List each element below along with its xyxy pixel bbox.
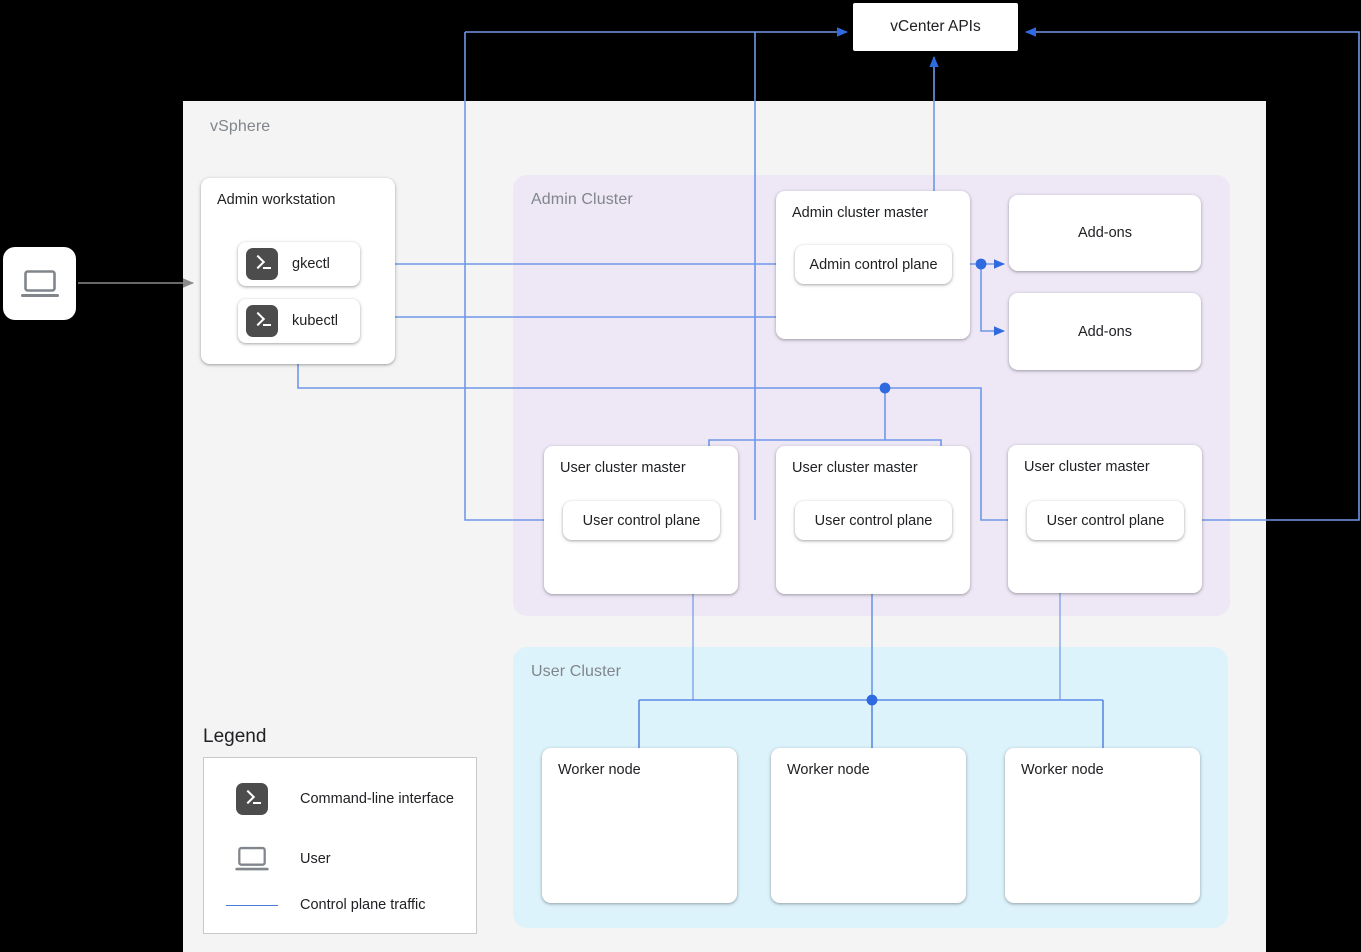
legend-item-user-label: User xyxy=(300,851,331,867)
user-control-plane-label-2: User control plane xyxy=(814,512,933,529)
addons-card-1[interactable]: Add-ons xyxy=(1009,195,1201,271)
user-control-plane-card-1[interactable]: User control plane xyxy=(563,501,720,540)
cli-chip-kubectl[interactable]: kubectl xyxy=(238,299,360,343)
worker-node-title-2: Worker node xyxy=(787,762,870,778)
user-cluster-master-title-1: User cluster master xyxy=(560,460,686,476)
laptop-icon xyxy=(204,845,300,873)
worker-node-card-1[interactable]: Worker node xyxy=(542,748,737,903)
legend-item-user: User xyxy=(204,838,476,880)
legend-item-cli: Command-line interface xyxy=(204,778,476,820)
user-control-plane-label-3: User control plane xyxy=(1046,512,1165,529)
admin-workstation-title: Admin workstation xyxy=(217,192,336,208)
legend-title: Legend xyxy=(203,726,267,747)
user-node-box[interactable] xyxy=(3,247,76,320)
user-control-plane-card-3[interactable]: User control plane xyxy=(1027,501,1184,540)
user-cluster-master-title-2: User cluster master xyxy=(792,460,918,476)
laptop-icon xyxy=(19,268,61,305)
addons-card-2[interactable]: Add-ons xyxy=(1009,293,1201,370)
vcenter-apis-label: vCenter APIs xyxy=(890,18,981,35)
vsphere-label: vSphere xyxy=(210,118,271,135)
worker-node-card-2[interactable]: Worker node xyxy=(771,748,966,903)
legend-item-cli-label: Command-line interface xyxy=(300,791,454,807)
legend-box: Command-line interface User Control plan… xyxy=(203,757,477,934)
admin-workstation-card[interactable]: Admin workstation gkectl kubectl xyxy=(201,178,395,364)
user-control-plane-label-1: User control plane xyxy=(582,512,701,529)
terminal-icon xyxy=(246,305,278,337)
legend-item-traffic-label: Control plane traffic xyxy=(300,897,426,913)
admin-control-plane-label: Admin control plane xyxy=(809,256,938,273)
cli-chip-gkectl-label: gkectl xyxy=(292,256,330,272)
admin-control-plane-card[interactable]: Admin control plane xyxy=(795,245,952,284)
vcenter-apis-box[interactable]: vCenter APIs xyxy=(853,3,1018,51)
admin-cluster-label: Admin Cluster xyxy=(531,191,633,208)
worker-node-title-1: Worker node xyxy=(558,762,641,778)
cli-chip-gkectl[interactable]: gkectl xyxy=(238,242,360,286)
terminal-icon xyxy=(246,248,278,280)
admin-cluster-master-title: Admin cluster master xyxy=(792,205,929,221)
line-swatch-icon xyxy=(204,904,300,906)
user-cluster-master-title-3: User cluster master xyxy=(1024,459,1150,475)
worker-node-card-3[interactable]: Worker node xyxy=(1005,748,1200,903)
cli-chip-kubectl-label: kubectl xyxy=(292,313,338,329)
addons-label-2: Add-ons xyxy=(1077,323,1132,340)
user-cluster-label: User Cluster xyxy=(531,663,622,680)
user-control-plane-card-2[interactable]: User control plane xyxy=(795,501,952,540)
terminal-icon xyxy=(204,783,300,815)
addons-label-1: Add-ons xyxy=(1077,225,1132,241)
legend-item-traffic: Control plane traffic xyxy=(204,884,476,926)
worker-node-title-3: Worker node xyxy=(1021,762,1104,778)
